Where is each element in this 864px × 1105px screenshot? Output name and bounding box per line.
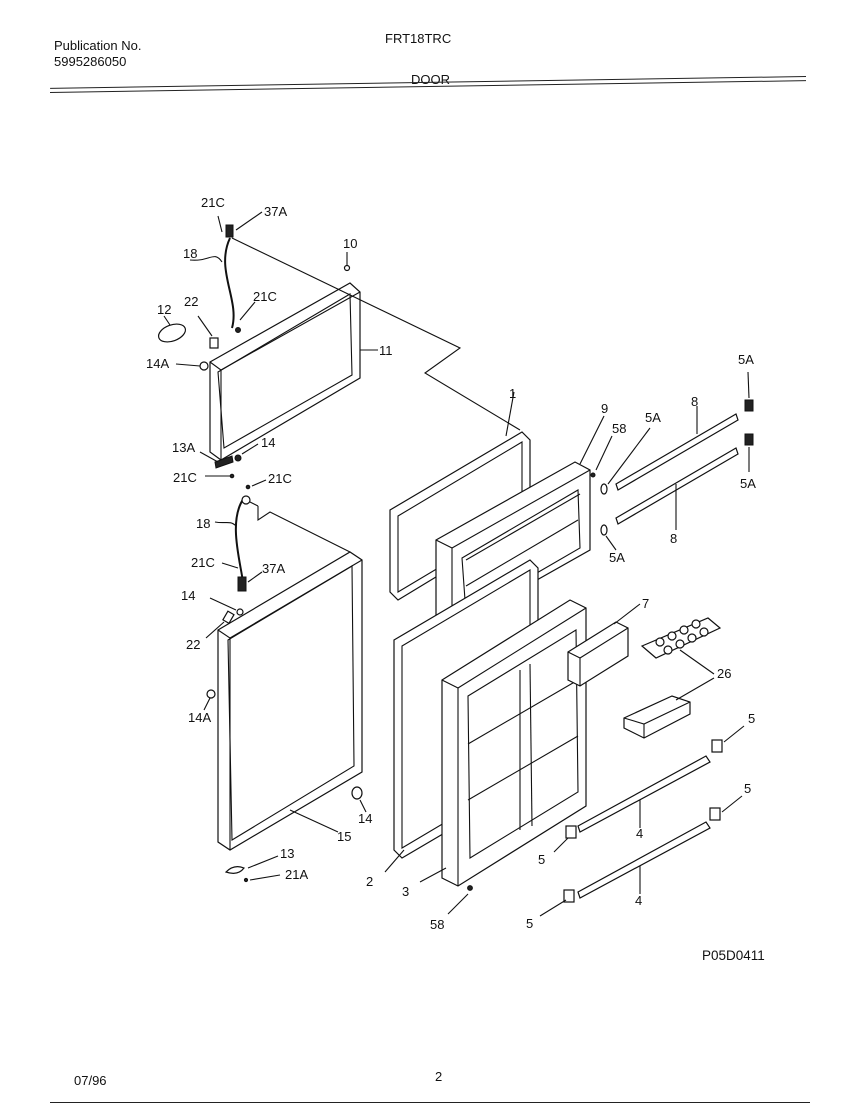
freezer-door-panel: [209, 282, 361, 461]
callout-9: 9: [601, 401, 608, 416]
callout-5a: 5A: [645, 410, 661, 425]
dairy-compartment: [623, 695, 691, 739]
callout-14: 14: [261, 435, 275, 450]
fresh-food-door-liner: [441, 599, 587, 887]
publication-number: 5995286050: [54, 54, 127, 69]
callout-18: 18: [196, 516, 210, 531]
callout-21c: 21C: [253, 289, 277, 304]
callout-3: 3: [402, 884, 409, 899]
callout-14: 14: [181, 588, 195, 603]
bushing-part-lower: [237, 576, 247, 592]
callout-5a: 5A: [740, 476, 756, 491]
fresh-food-door-panel: [217, 551, 363, 851]
shelf-rail-lower: [577, 821, 711, 899]
freezer-rail-upper: [615, 413, 739, 491]
hinge-pin-part: [343, 264, 351, 272]
egg-tray: [640, 617, 722, 659]
callout-2: 2: [366, 874, 373, 889]
callout-15: 15: [337, 829, 351, 844]
callout-37a: 37A: [262, 561, 285, 576]
callout-26: 26: [717, 666, 731, 681]
callout-21a: 21A: [285, 867, 308, 882]
callout-7: 7: [642, 596, 649, 611]
callout-18: 18: [183, 246, 197, 261]
callout-21c: 21C: [173, 470, 197, 485]
screw-part: [209, 337, 219, 349]
callout-21c: 21C: [201, 195, 225, 210]
callout-1: 1: [509, 386, 516, 401]
diagram-code: P05D0411: [702, 948, 765, 963]
freezer-rail-lower: [615, 447, 739, 525]
callout-22: 22: [186, 637, 200, 652]
callout-8: 8: [670, 531, 677, 546]
callout-5a: 5A: [738, 352, 754, 367]
callout-13a: 13A: [172, 440, 195, 455]
callout-5: 5: [538, 852, 545, 867]
callout-12: 12: [157, 302, 171, 317]
section-title: DOOR: [411, 72, 450, 87]
footer-date: 07/96: [74, 1073, 107, 1088]
callout-13: 13: [280, 846, 294, 861]
callout-5: 5: [748, 711, 755, 726]
callout-5: 5: [744, 781, 751, 796]
bushing-part: [225, 224, 234, 238]
callout-4: 4: [636, 826, 643, 841]
callout-4: 4: [635, 893, 642, 908]
callout-22: 22: [184, 294, 198, 309]
callout-10: 10: [343, 236, 357, 251]
callout-8: 8: [691, 394, 698, 409]
callout-58: 58: [612, 421, 626, 436]
callout-58: 58: [430, 917, 444, 932]
footer-rule: [50, 1102, 810, 1103]
callout-14: 14: [358, 811, 372, 826]
publication-label: Publication No.: [54, 38, 142, 53]
callout-37a: 37A: [264, 204, 287, 219]
callout-21c: 21C: [191, 555, 215, 570]
callout-5a: 5A: [609, 550, 625, 565]
model-number: FRT18TRC: [385, 31, 452, 46]
callout-14a: 14A: [146, 356, 169, 371]
gasket-ring-part: [157, 323, 187, 343]
page-number: 2: [435, 1069, 443, 1084]
callout-5: 5: [526, 916, 533, 931]
hinge-cable-part-lower: [234, 497, 245, 583]
shelf-rail-upper: [577, 755, 711, 833]
callout-14a: 14A: [188, 710, 211, 725]
callout-21c: 21C: [268, 471, 292, 486]
hinge-cable-part: [224, 237, 235, 329]
callout-11: 11: [379, 343, 393, 358]
